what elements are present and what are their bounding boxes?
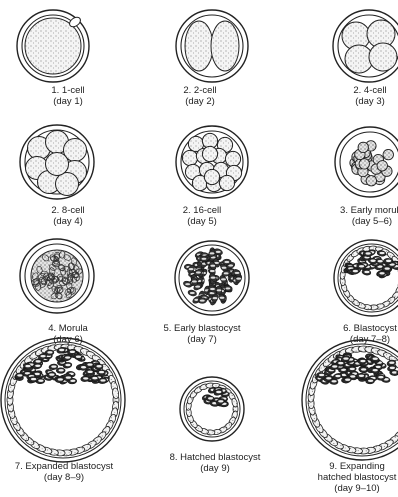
figure-4-cell (333, 10, 398, 82)
caption-blastocyst: 6. Blastocyst (day 7–8) (300, 323, 398, 345)
caption-hatched-blastocyst: 8. Hatched blastocyst (day 9) (145, 452, 285, 474)
caption-early-morula: 3. Early morula (day 5–6) (302, 205, 398, 227)
figure-early-morula (335, 127, 398, 197)
figure-2-cell (176, 10, 248, 82)
caption-early-blastocyst: 5. Early blastocyst (day 7) (132, 323, 272, 345)
figure-expanded-blastocyst (1, 338, 125, 462)
caption-expanding-hatched-blastocyst: 9. Expanding hatched blastocyst (day 9–1… (287, 461, 398, 494)
caption-4-cell: 2. 4-cell (day 3) (300, 85, 398, 107)
figure-16-cell (176, 126, 248, 198)
figure-early-blastocyst (175, 241, 249, 315)
caption-morula: 4. Morula (day 6) (0, 323, 138, 345)
caption-1-cell: 1. 1-cell (day 1) (0, 85, 138, 107)
figure-8-cell (20, 125, 94, 199)
figure-morula (20, 239, 94, 313)
caption-expanded-blastocyst: 7. Expanded blastocyst (day 8–9) (0, 461, 134, 483)
figure-expanding-hatched-blastocyst (302, 340, 398, 460)
caption-16-cell: 2. 16-cell (day 5) (132, 205, 272, 227)
caption-2-cell: 2. 2-cell (day 2) (130, 85, 270, 107)
figure-blastocyst (334, 240, 398, 316)
caption-8-cell: 2. 8-cell (day 4) (0, 205, 138, 227)
figure-1-cell (17, 10, 89, 82)
figure-hatched-blastocyst (180, 377, 244, 441)
